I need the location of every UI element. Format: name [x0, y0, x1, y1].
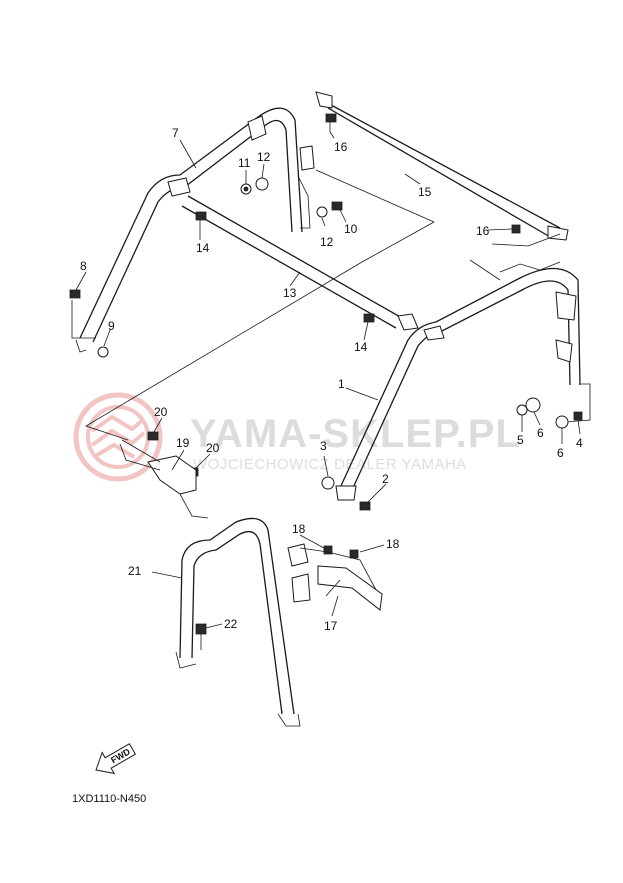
- callout-6: 6: [537, 426, 544, 440]
- callout-6-second: 6: [557, 446, 564, 460]
- callout-16-second: 16: [476, 224, 490, 238]
- callout-11: 11: [238, 156, 251, 170]
- callout-10: 10: [344, 222, 358, 236]
- callout-14: 14: [196, 241, 210, 255]
- callout-13: 13: [283, 286, 297, 300]
- watermark-subtitle: WOJCIECHOWICZ DEALER YAMAHA: [193, 456, 467, 473]
- callout-20: 20: [154, 405, 168, 419]
- leader-lines: [75, 131, 581, 629]
- callout-18-second: 18: [386, 537, 400, 551]
- lower-front-frame: [119, 439, 383, 727]
- callouts: 1 2 3 4 5 6 6 7 8 9 10 11 12 12 13 14 14…: [80, 126, 583, 633]
- callout-16: 16: [334, 140, 348, 154]
- callout-2: 2: [382, 472, 389, 486]
- watermark: YAMA-SKLEP.PL WOJCIECHOWICZ DEALER YAMAH…: [73, 392, 521, 482]
- callout-21: 21: [128, 564, 142, 578]
- callout-9: 9: [108, 319, 115, 333]
- callout-22: 22: [224, 617, 238, 631]
- callout-18: 18: [292, 522, 306, 536]
- callout-1: 1: [338, 377, 345, 391]
- callout-15: 15: [418, 185, 432, 199]
- upper-roll-cage: [71, 91, 591, 501]
- callout-12-second: 12: [320, 235, 334, 249]
- fwd-arrow-icon: FWD: [95, 743, 137, 775]
- callout-7: 7: [172, 126, 179, 140]
- callout-20-second: 20: [206, 441, 220, 455]
- callout-12: 12: [257, 150, 271, 164]
- callout-3: 3: [320, 439, 327, 453]
- callout-17: 17: [324, 619, 338, 633]
- callout-4: 4: [576, 436, 583, 450]
- callout-14-second: 14: [354, 340, 368, 354]
- watermark-title: YAMA-SKLEP.PL: [190, 412, 521, 456]
- callout-19: 19: [176, 436, 190, 450]
- callout-5: 5: [517, 433, 524, 447]
- diagram-code: 1XD1110-N450: [72, 793, 146, 805]
- callout-8: 8: [80, 259, 87, 273]
